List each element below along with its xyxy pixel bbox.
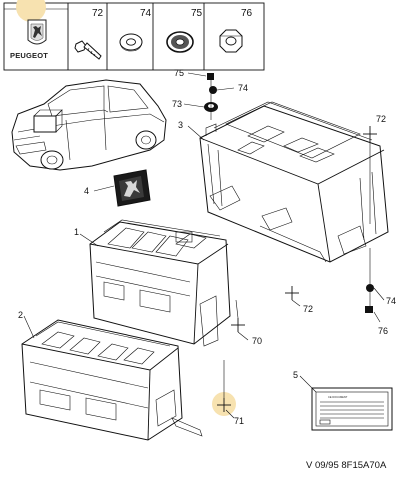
peugeot-logo: PEUGEOT	[10, 19, 48, 60]
brand-name: PEUGEOT	[10, 51, 48, 60]
washer-74-right	[366, 284, 374, 292]
bolt-71	[217, 398, 231, 412]
bolt-icon	[74, 40, 102, 60]
washer-74	[209, 86, 217, 94]
callout-73: 73	[172, 99, 182, 109]
grommet-icon	[166, 31, 194, 53]
bolt-72-lower	[285, 286, 299, 300]
callout-5: 5	[293, 370, 298, 380]
callout-1: 1	[74, 227, 79, 237]
callout-75: 75	[174, 68, 184, 78]
battery-item-2	[21, 319, 203, 441]
callout-72-lower: 72	[303, 304, 313, 314]
label-card-item-5: CE DOCUMENT	[311, 387, 393, 431]
callout-2: 2	[18, 310, 23, 320]
bolt-72-top-right	[363, 126, 377, 142]
callout-3: 3	[178, 120, 183, 130]
callout-76: 76	[378, 326, 388, 336]
diagram-reference: V 09/95 8F15A70A	[306, 460, 387, 471]
leader-lines	[23, 72, 385, 419]
header-number-72: 72	[92, 8, 104, 19]
nut-icon	[219, 29, 243, 53]
callout-74-top: 74	[238, 83, 248, 93]
callout-71: 71	[234, 416, 244, 426]
svg-text:CE DOCUMENT: CE DOCUMENT	[328, 395, 348, 399]
callout-70: 70	[252, 336, 262, 346]
car-outline	[11, 79, 167, 171]
callout-74-right: 74	[386, 296, 396, 306]
bolt-70	[231, 318, 245, 332]
washer-icon	[119, 33, 143, 52]
callout-72-top: 72	[376, 114, 386, 124]
grommet-75	[207, 73, 214, 80]
battery-item-3	[199, 101, 389, 263]
header-number-74: 74	[140, 8, 152, 19]
callout-4: 4	[84, 186, 89, 196]
highlight-marker	[16, 0, 46, 22]
header-number-76: 76	[241, 8, 253, 19]
nut-76	[365, 306, 373, 313]
header-number-75: 75	[191, 8, 203, 19]
battery-item-1	[89, 219, 231, 347]
emblem-badge	[113, 169, 151, 207]
header-strip	[3, 2, 265, 71]
